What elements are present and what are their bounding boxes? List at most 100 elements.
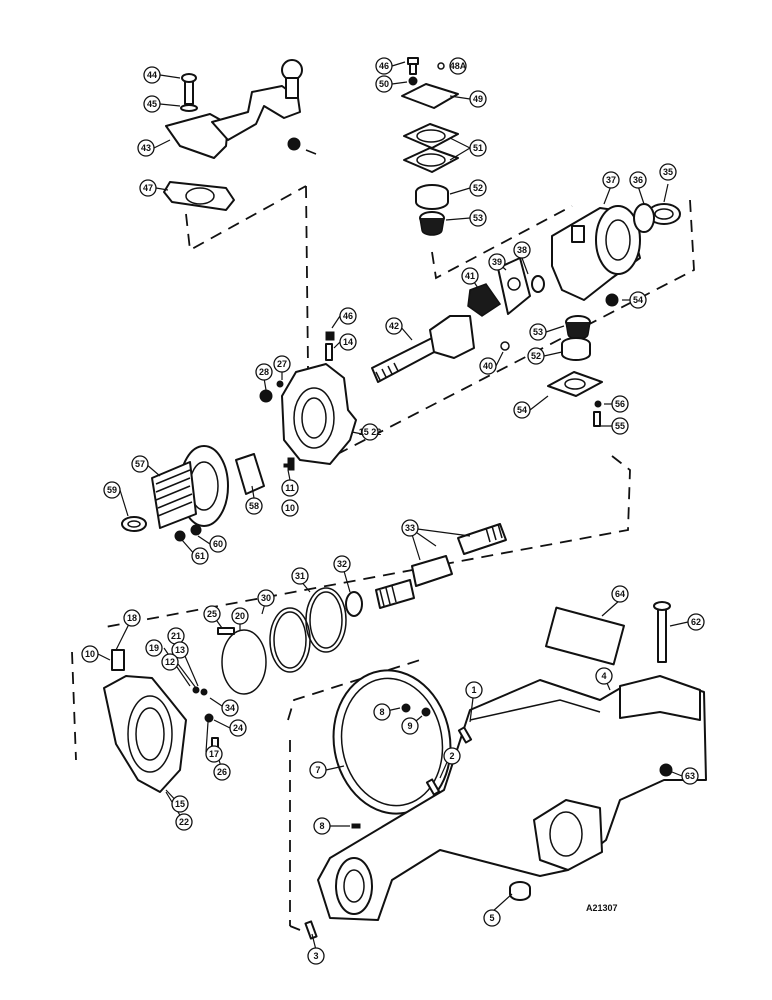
svg-text:20: 20 bbox=[235, 611, 245, 621]
callout-30: 30 bbox=[257, 589, 275, 607]
callout-7: 7 bbox=[309, 761, 327, 779]
svg-text:53: 53 bbox=[473, 213, 483, 223]
callout-59: 59 bbox=[103, 481, 121, 499]
callouts: 44 45 43 47 46 50 48A 49 51 52 53 37 36 … bbox=[81, 57, 705, 965]
callout-34: 34 bbox=[221, 699, 239, 717]
callout-4: 4 bbox=[595, 667, 613, 685]
callout-51: 51 bbox=[469, 139, 487, 157]
callout-54-mid: 54 bbox=[513, 401, 531, 419]
knuckle-housing-upper bbox=[259, 363, 357, 471]
svg-text:54: 54 bbox=[517, 405, 527, 415]
callout-2: 2 bbox=[443, 747, 461, 765]
callout-52-mid: 52 bbox=[527, 347, 545, 365]
callout-31: 31 bbox=[291, 567, 309, 585]
callout-64: 64 bbox=[611, 585, 629, 603]
callout-18: 18 bbox=[123, 609, 141, 627]
callout-28: 28 bbox=[255, 363, 273, 381]
svg-text:52: 52 bbox=[473, 183, 483, 193]
svg-text:36: 36 bbox=[633, 175, 643, 185]
svg-text:47: 47 bbox=[143, 183, 153, 193]
svg-text:17: 17 bbox=[209, 749, 219, 759]
svg-text:41: 41 bbox=[465, 271, 475, 281]
callout-27: 27 bbox=[273, 355, 291, 373]
svg-text:59: 59 bbox=[107, 485, 117, 495]
svg-text:39: 39 bbox=[492, 257, 502, 267]
svg-text:10: 10 bbox=[285, 503, 295, 513]
lower-pivot-stack bbox=[547, 315, 603, 427]
svg-text:9: 9 bbox=[407, 721, 412, 731]
callout-35: 35 bbox=[659, 163, 677, 181]
svg-text:54: 54 bbox=[633, 295, 643, 305]
svg-text:31: 31 bbox=[295, 571, 305, 581]
svg-text:60: 60 bbox=[213, 539, 223, 549]
callout-19: 19 bbox=[145, 639, 163, 657]
callout-44: 44 bbox=[143, 66, 161, 84]
callout-1: 1 bbox=[465, 681, 483, 699]
svg-text:3: 3 bbox=[313, 951, 318, 961]
svg-text:53: 53 bbox=[533, 327, 543, 337]
svg-text:44: 44 bbox=[147, 70, 157, 80]
svg-text:33: 33 bbox=[405, 523, 415, 533]
svg-text:46: 46 bbox=[379, 61, 389, 71]
svg-text:15: 15 bbox=[175, 799, 185, 809]
callout-46-mid: 46 bbox=[339, 307, 357, 325]
svg-text:28: 28 bbox=[259, 367, 269, 377]
svg-text:12: 12 bbox=[165, 657, 175, 667]
callout-41: 41 bbox=[461, 267, 479, 285]
callout-63: 63 bbox=[681, 767, 699, 785]
svg-text:50: 50 bbox=[379, 79, 389, 89]
svg-text:10: 10 bbox=[85, 649, 95, 659]
svg-text:35: 35 bbox=[663, 167, 673, 177]
svg-text:32: 32 bbox=[337, 559, 347, 569]
svg-text:14: 14 bbox=[343, 337, 353, 347]
axle-housing bbox=[304, 601, 707, 940]
callout-58: 58 bbox=[245, 497, 263, 515]
svg-text:56: 56 bbox=[615, 399, 625, 409]
callout-49: 49 bbox=[469, 90, 487, 108]
svg-text:51: 51 bbox=[473, 143, 483, 153]
svg-text:4: 4 bbox=[601, 671, 606, 681]
svg-text:46: 46 bbox=[343, 311, 353, 321]
svg-text:15 22: 15 22 bbox=[359, 427, 382, 437]
callout-36: 36 bbox=[629, 171, 647, 189]
callout-50-top: 50 bbox=[375, 75, 393, 93]
svg-text:2: 2 bbox=[449, 751, 454, 761]
svg-text:26: 26 bbox=[217, 767, 227, 777]
callout-3: 3 bbox=[307, 947, 325, 965]
svg-text:24: 24 bbox=[233, 723, 243, 733]
svg-text:18: 18 bbox=[127, 613, 137, 623]
svg-text:13: 13 bbox=[175, 645, 185, 655]
callout-22-lower: 22 bbox=[175, 813, 193, 831]
callout-48a: 48A bbox=[449, 57, 467, 75]
steering-arm bbox=[163, 59, 317, 211]
svg-text:1: 1 bbox=[471, 685, 476, 695]
callout-38: 38 bbox=[513, 241, 531, 259]
callout-9: 9 bbox=[401, 717, 419, 735]
svg-text:52: 52 bbox=[531, 351, 541, 361]
callout-10-lower: 10 bbox=[81, 645, 99, 663]
callout-46-top: 46 bbox=[375, 57, 393, 75]
svg-text:8: 8 bbox=[319, 821, 324, 831]
svg-text:25: 25 bbox=[207, 609, 217, 619]
callout-42: 42 bbox=[385, 317, 403, 335]
svg-text:37: 37 bbox=[606, 175, 616, 185]
svg-text:48A: 48A bbox=[450, 61, 467, 71]
svg-text:27: 27 bbox=[277, 359, 287, 369]
svg-text:38: 38 bbox=[517, 245, 527, 255]
callout-37: 37 bbox=[602, 171, 620, 189]
callout-11: 11 bbox=[281, 479, 299, 497]
callout-24: 24 bbox=[229, 719, 247, 737]
svg-text:43: 43 bbox=[141, 143, 151, 153]
svg-text:30: 30 bbox=[261, 593, 271, 603]
callout-53-top: 53 bbox=[469, 209, 487, 227]
wheel-hub bbox=[121, 445, 293, 542]
svg-text:19: 19 bbox=[149, 643, 159, 653]
callout-8-lower: 8 bbox=[313, 817, 331, 835]
callout-53-mid: 53 bbox=[529, 323, 547, 341]
svg-text:34: 34 bbox=[225, 703, 235, 713]
svg-text:22: 22 bbox=[179, 817, 189, 827]
drawing-number: A21307 bbox=[586, 903, 618, 913]
leader-lines bbox=[97, 61, 689, 951]
svg-text:42: 42 bbox=[389, 321, 399, 331]
